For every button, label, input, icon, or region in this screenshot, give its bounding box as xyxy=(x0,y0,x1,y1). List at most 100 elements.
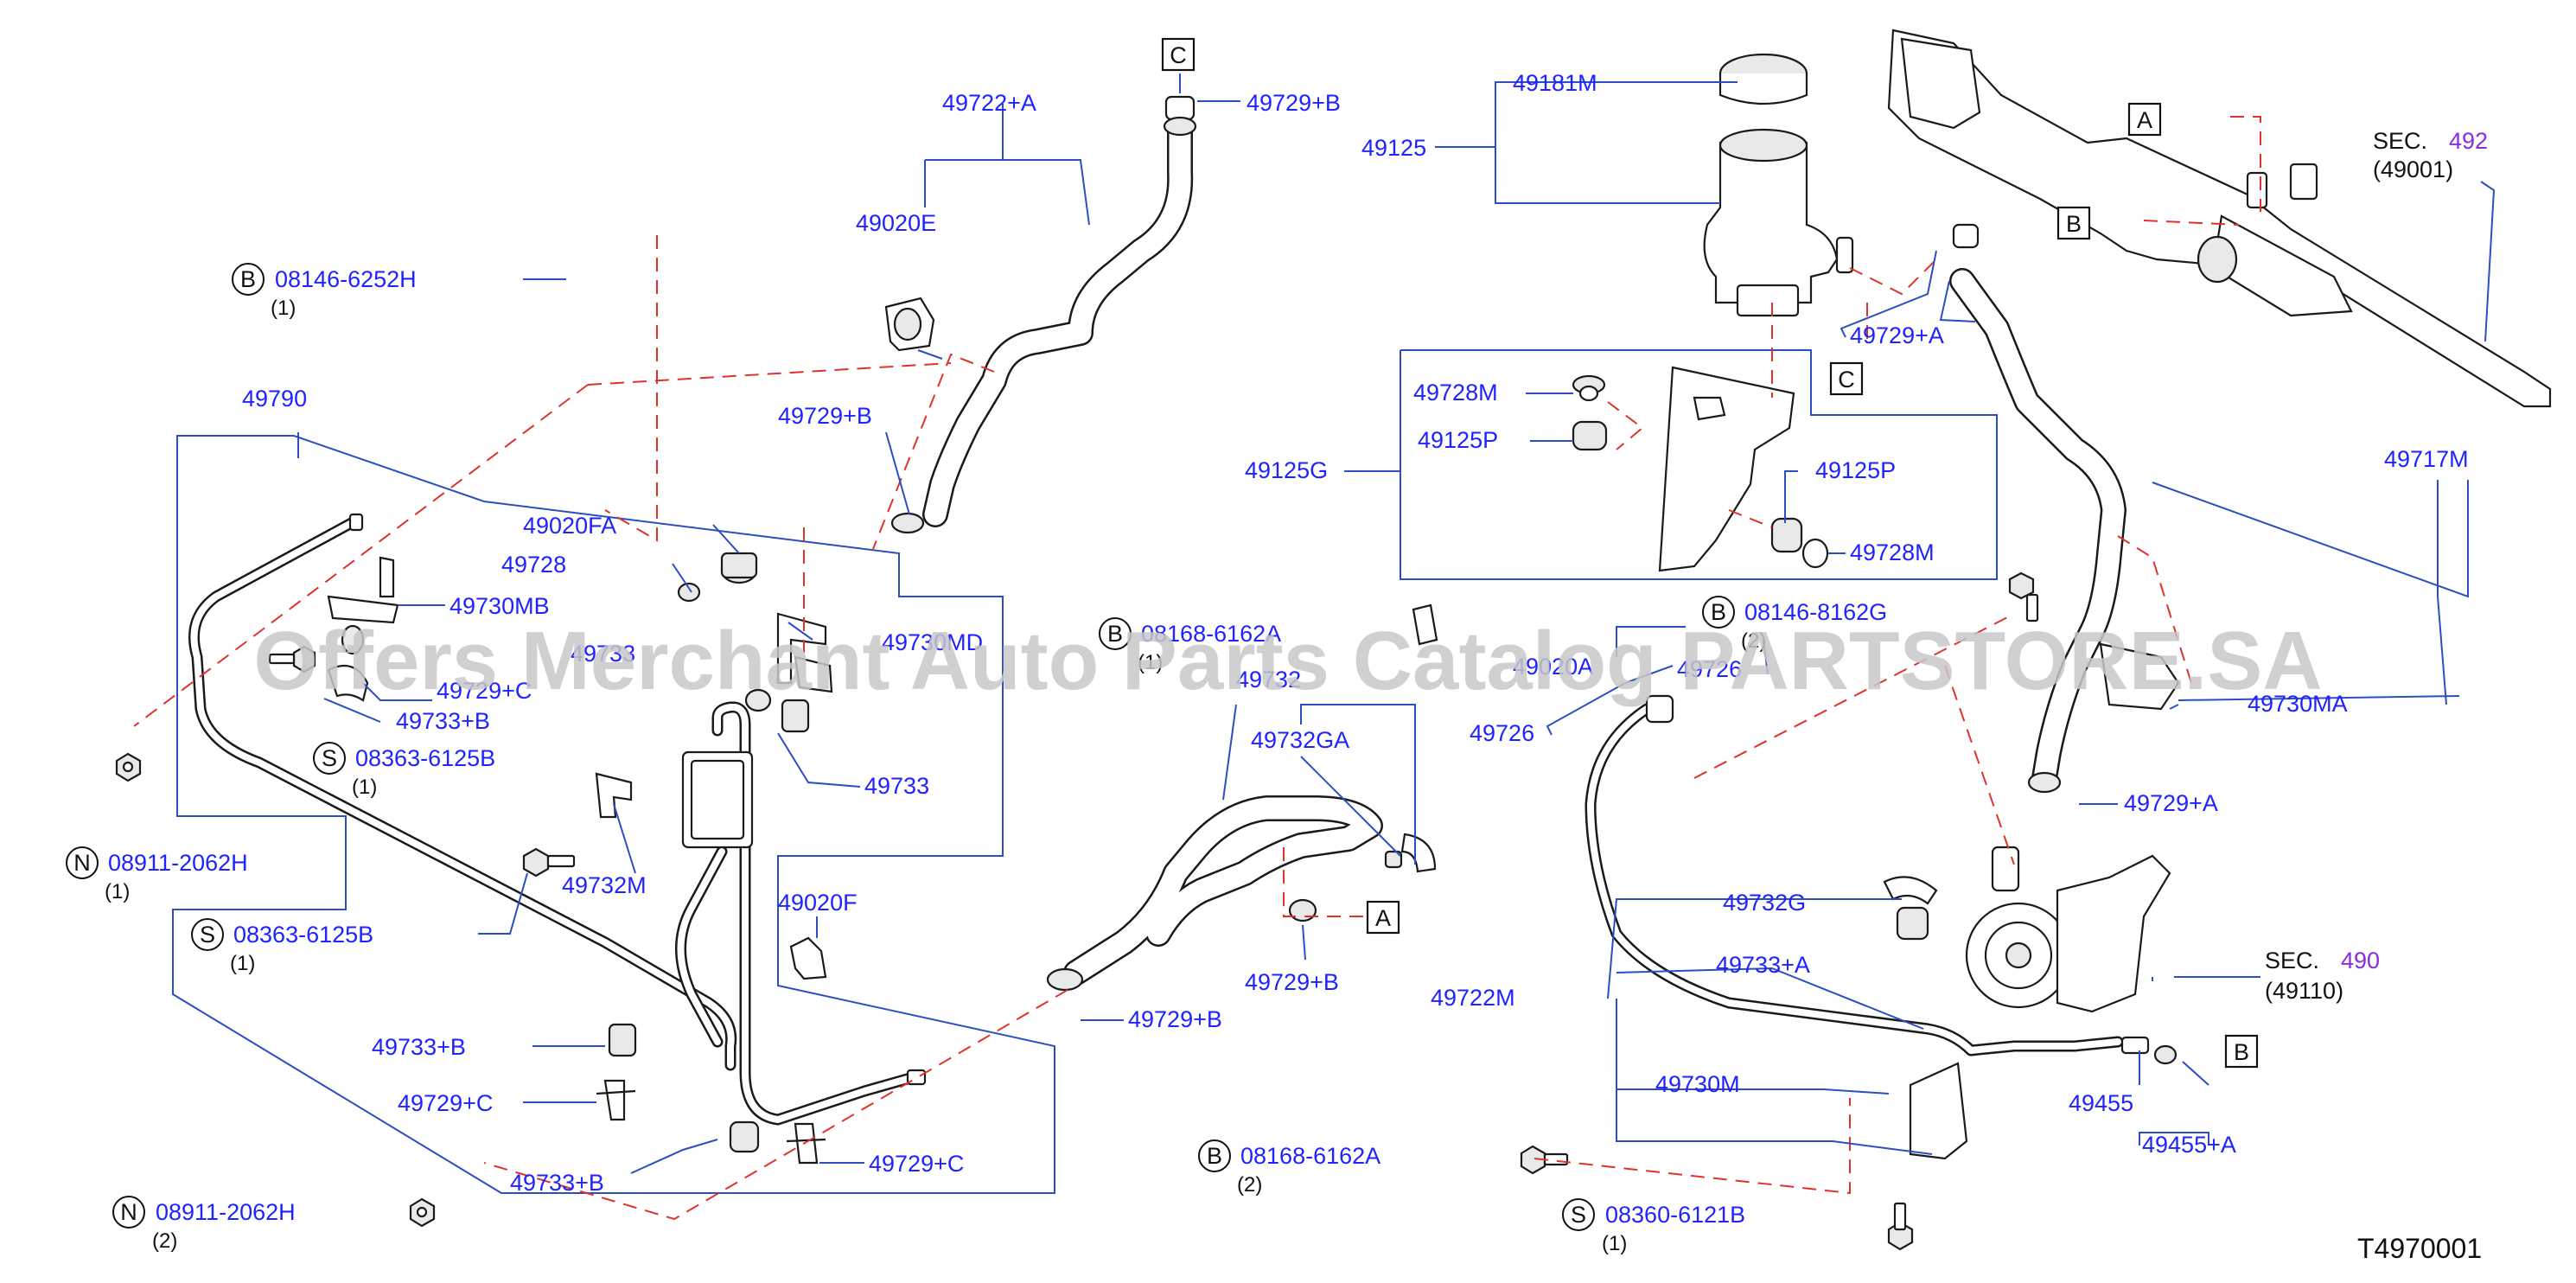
svg-text:N: N xyxy=(120,1199,137,1225)
part-label-49125[interactable]: 49125 xyxy=(1361,135,1426,161)
part-label-49728[interactable]: 49728 xyxy=(501,552,566,578)
svg-text:08168-6162A: 08168-6162A xyxy=(1240,1143,1380,1169)
svg-text:490: 490 xyxy=(2341,948,2380,973)
svg-text:(49110): (49110) xyxy=(2265,978,2343,1004)
fastener-08360-6121B[interactable]: S 08360-6121B (1) xyxy=(1562,1198,1745,1255)
part-label-49729C[interactable]: 49729+C xyxy=(869,1151,964,1177)
part-label-49020E[interactable]: 49020E xyxy=(856,210,936,236)
part-label-49181M[interactable]: 49181M xyxy=(1513,70,1597,96)
svg-text:(2): (2) xyxy=(1741,629,1766,653)
svg-text:08363-6125B: 08363-6125B xyxy=(233,922,373,948)
svg-text:B: B xyxy=(1107,621,1123,647)
part-label-49020A[interactable]: 49020A xyxy=(1513,654,1593,680)
svg-text:08363-6125B: 08363-6125B xyxy=(355,745,495,771)
section-ref-490[interactable]: SEC. 490 (49110) xyxy=(2265,948,2380,1004)
reference-lines xyxy=(133,116,2261,1221)
diagram-code: T4970001 xyxy=(2357,1233,2482,1264)
part-label-49020FA[interactable]: 49020FA xyxy=(523,513,616,539)
fastener-08911-2062H[interactable]: N 08911-2062H (2) xyxy=(112,1196,296,1253)
part-label-49733B[interactable]: 49733+B xyxy=(372,1034,466,1060)
part-label-49455[interactable]: 49455 xyxy=(2069,1090,2133,1116)
svg-text:SEC.: SEC. xyxy=(2265,948,2319,973)
hose-49717M-group xyxy=(1949,223,2180,794)
ref-box-c-mid: C xyxy=(1829,361,1864,396)
part-label-49729A[interactable]: 49729+A xyxy=(2124,790,2218,816)
fastener-08146-6252H[interactable]: B 08146-6252H (1) xyxy=(232,263,417,320)
part-label-49730MA[interactable]: 49730MA xyxy=(2248,691,2348,717)
svg-text:(1): (1) xyxy=(271,297,296,320)
svg-text:B: B xyxy=(1711,599,1726,625)
part-label-49729A[interactable]: 49729+A xyxy=(1850,322,1944,348)
reservoir-group xyxy=(1400,53,1998,580)
svg-text:C: C xyxy=(1838,367,1855,393)
pressure-hose-group xyxy=(1520,694,2177,1251)
bolt-icon xyxy=(1520,1145,1569,1175)
fastener-08911-2062H[interactable]: N 08911-2062H (1) xyxy=(66,846,248,903)
ref-box-a-low: A xyxy=(1366,900,1400,935)
part-label-49728M[interactable]: 49728M xyxy=(1850,539,1935,565)
part-label-49729B[interactable]: 49729+B xyxy=(1128,1006,1222,1032)
svg-text:(1): (1) xyxy=(1602,1232,1627,1255)
part-label-49125P[interactable]: 49125P xyxy=(1815,457,1896,483)
fastener-08363-6125B[interactable]: S 08363-6125B (1) xyxy=(191,918,373,975)
part-label-49125G[interactable]: 49125G xyxy=(1245,457,1328,483)
part-label-49729B[interactable]: 49729+B xyxy=(1245,969,1339,995)
bolt-icon xyxy=(1887,1202,1914,1251)
part-label-49125P[interactable]: 49125P xyxy=(1418,427,1498,453)
part-label-49732M[interactable]: 49732M xyxy=(562,872,647,898)
part-label-49729C[interactable]: 49729+C xyxy=(437,678,532,704)
hose-49722A-group xyxy=(884,95,1197,534)
cooler-group xyxy=(115,435,1055,1228)
ref-box-b-top: B xyxy=(2056,206,2091,240)
nut-icon xyxy=(115,752,142,782)
part-label-49790[interactable]: 49790 xyxy=(242,386,307,412)
svg-text:08146-8162G: 08146-8162G xyxy=(1744,599,1887,625)
part-label-49730MD[interactable]: 49730MD xyxy=(882,629,983,655)
svg-text:(1): (1) xyxy=(352,776,377,799)
svg-text:08911-2062H: 08911-2062H xyxy=(108,850,248,876)
svg-text:N: N xyxy=(73,850,91,876)
svg-text:(1): (1) xyxy=(230,952,255,975)
svg-text:SEC.: SEC. xyxy=(2373,128,2427,154)
hose-49732-group xyxy=(1046,603,1438,992)
fastener-08146-8162G[interactable]: B 08146-8162G (2) xyxy=(1702,596,1887,653)
part-label-49733B[interactable]: 49733+B xyxy=(396,708,490,734)
steering-rack-group xyxy=(1887,29,2552,408)
part-label-49730MB[interactable]: 49730MB xyxy=(450,593,550,619)
leader-lines xyxy=(297,73,2496,1174)
section-ref-492[interactable]: SEC. 492 (49001) xyxy=(2373,128,2488,182)
part-label-49733[interactable]: 49733 xyxy=(571,641,635,667)
part-label-49728M[interactable]: 49728M xyxy=(1413,380,1498,405)
part-label-49733B[interactable]: 49733+B xyxy=(510,1170,604,1196)
part-label-49732G[interactable]: 49732G xyxy=(1723,890,1806,916)
part-label-49729B[interactable]: 49729+B xyxy=(1247,90,1341,116)
svg-text:B: B xyxy=(1207,1143,1222,1169)
part-label-49020F[interactable]: 49020F xyxy=(778,890,858,916)
part-label-49732[interactable]: 49732 xyxy=(1236,667,1301,693)
part-label-49733A[interactable]: 49733+A xyxy=(1716,952,1810,978)
fastener-08168-6162A[interactable]: B 08168-6162A (2) xyxy=(1198,1139,1380,1197)
svg-text:S: S xyxy=(200,922,215,948)
part-label-49717M[interactable]: 49717M xyxy=(2384,446,2469,472)
ref-box-b-low: B xyxy=(2224,1034,2259,1069)
part-label-49726[interactable]: 49726 xyxy=(1677,656,1742,682)
part-label-49455A[interactable]: 49455+A xyxy=(2142,1132,2236,1158)
part-label-49722A[interactable]: 49722+A xyxy=(942,90,1036,116)
ref-box-a-top: A xyxy=(2127,102,2162,137)
part-label-49730M[interactable]: 49730M xyxy=(1655,1071,1740,1097)
part-label-49729C[interactable]: 49729+C xyxy=(398,1090,493,1116)
part-label-49733[interactable]: 49733 xyxy=(864,773,929,799)
svg-text:C: C xyxy=(1170,42,1187,68)
bolt-icon xyxy=(2008,571,2039,622)
svg-text:(2): (2) xyxy=(1237,1173,1262,1197)
svg-text:08168-6162A: 08168-6162A xyxy=(1141,621,1281,647)
fastener-08363-6125B[interactable]: S 08363-6125B (1) xyxy=(313,742,495,799)
part-label-49726[interactable]: 49726 xyxy=(1470,720,1534,746)
part-label-49729B[interactable]: 49729+B xyxy=(778,403,872,429)
part-label-49722M[interactable]: 49722M xyxy=(1431,985,1515,1011)
fastener-08168-6162A[interactable]: B 08168-6162A (1) xyxy=(1099,617,1281,674)
svg-text:08360-6121B: 08360-6121B xyxy=(1605,1202,1745,1228)
part-label-49732GA[interactable]: 49732GA xyxy=(1251,727,1349,753)
ref-box-c-top: C xyxy=(1161,37,1196,72)
